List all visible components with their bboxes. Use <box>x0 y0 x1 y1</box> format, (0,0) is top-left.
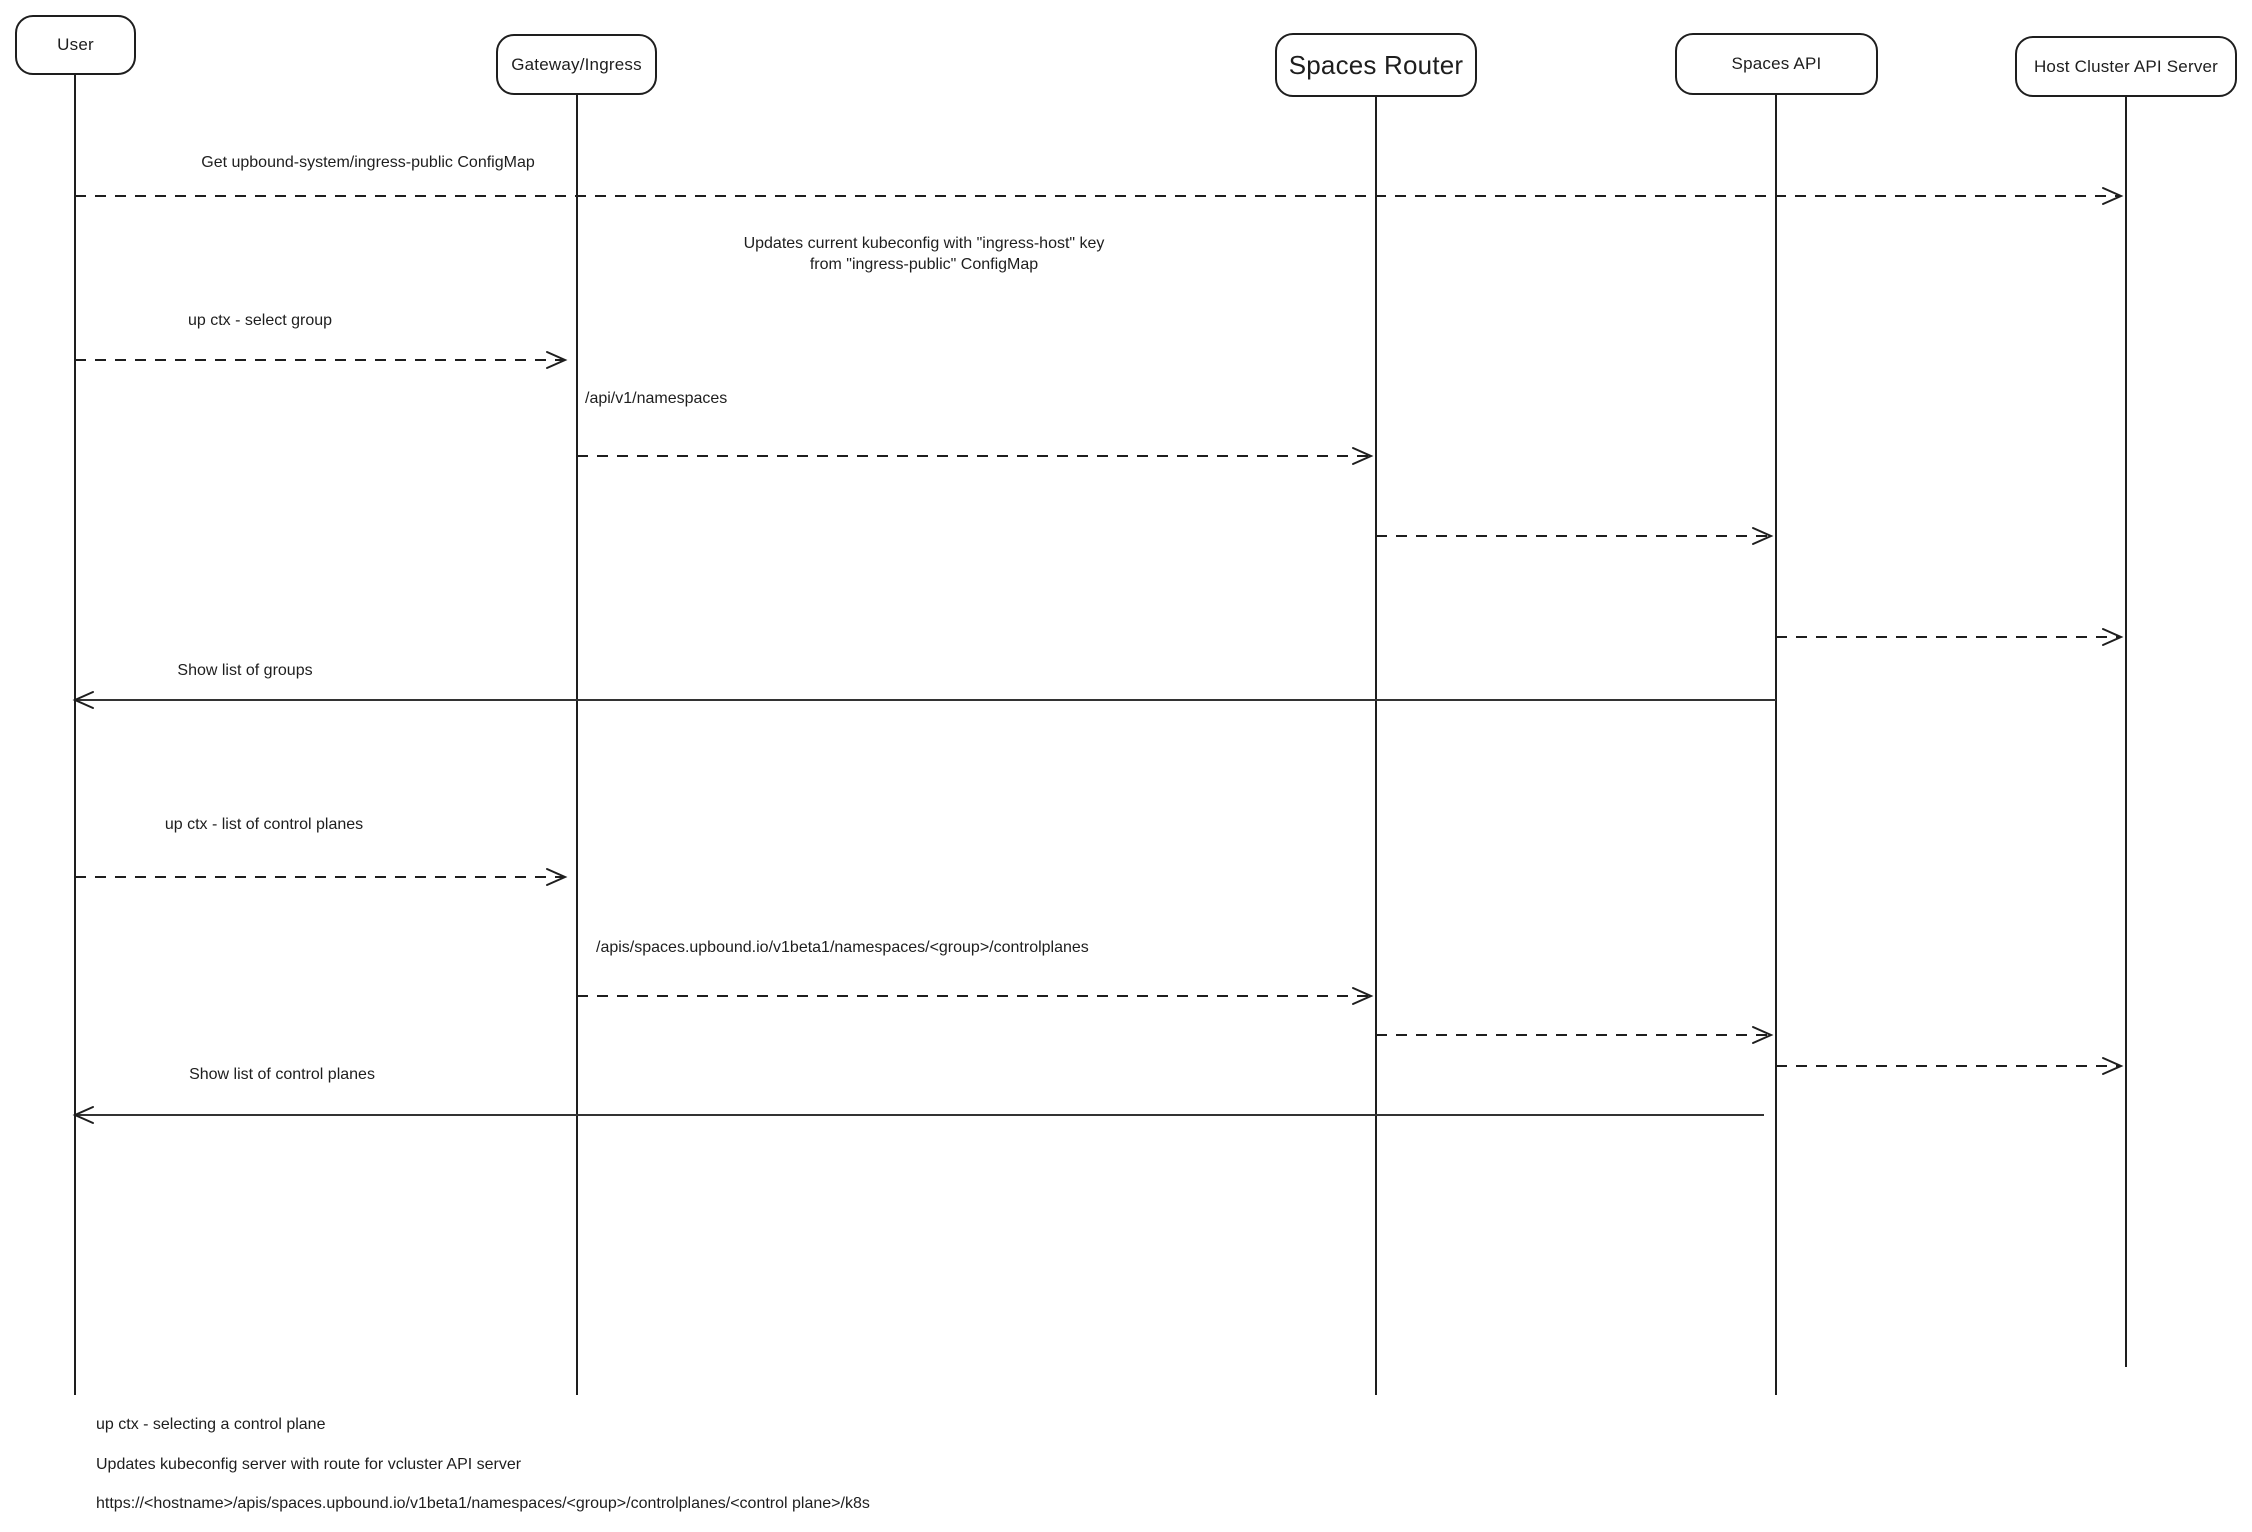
lifeline-spaces-router <box>1375 97 1377 1395</box>
actor-box-gateway-ingress: Gateway/Ingress <box>496 34 657 95</box>
message-label-api-v1-namespaces: /api/v1/namespaces <box>585 390 728 407</box>
message-arrow-api-to-host-2 <box>1776 1057 2124 1075</box>
arrowhead-right-icon <box>2102 1057 2124 1075</box>
lifeline-user <box>74 75 76 1395</box>
message-arrow-api-to-host-1 <box>1776 628 2124 646</box>
message-label-show-groups: Show list of groups <box>177 662 313 679</box>
arrowhead-right-icon <box>1752 1026 1774 1044</box>
note-line-1: Updates current kubeconfig with "ingress… <box>743 235 1105 252</box>
message-arrow-show-control-planes <box>72 1106 1764 1124</box>
message-label-select-group: up ctx - select group <box>187 312 333 329</box>
message-label-show-control-planes: Show list of control planes <box>189 1066 375 1083</box>
footnote-vcluster-url: https://<hostname>/apis/spaces.upbound.i… <box>96 1495 870 1512</box>
arrowhead-right-icon <box>2102 628 2124 646</box>
message-arrow-apis-controlplanes <box>577 987 1374 1005</box>
arrowhead-right-icon <box>546 351 568 369</box>
actor-label-gateway-ingress: Gateway/Ingress <box>511 54 642 74</box>
arrowhead-left-icon <box>72 1106 94 1124</box>
message-arrow-router-to-api-2 <box>1376 1026 1774 1044</box>
footnote-updates-kubeconfig: Updates kubeconfig server with route for… <box>96 1456 522 1473</box>
footnote-selecting-control-plane: up ctx - selecting a control plane <box>96 1416 326 1433</box>
actor-label-user: User <box>57 35 94 54</box>
message-arrow-api-v1-namespaces <box>577 447 1374 465</box>
arrowhead-right-icon <box>546 868 568 886</box>
message-arrow-router-to-api-1 <box>1376 527 1774 545</box>
arrowhead-right-icon <box>1352 447 1374 465</box>
actor-box-host-cluster-api-server: Host Cluster API Server <box>2015 36 2237 97</box>
lifeline-gateway-ingress <box>576 95 578 1395</box>
lifeline-spaces-api <box>1775 95 1777 1395</box>
note-kubeconfig-update: Updates current kubeconfig with "ingress… <box>744 233 1105 275</box>
arrowhead-left-icon <box>72 691 94 709</box>
arrowhead-right-icon <box>1752 527 1774 545</box>
arrowhead-right-icon <box>1352 987 1374 1005</box>
note-line-2: from "ingress-public" ConfigMap <box>809 256 1039 273</box>
message-label-get-configmap: Get upbound-system/ingress-public Config… <box>201 154 535 171</box>
message-arrow-get-configmap <box>75 187 2124 205</box>
actor-box-user: User <box>15 15 136 75</box>
actor-label-spaces-api: Spaces API <box>1731 54 1822 73</box>
message-arrow-show-groups <box>72 691 1776 709</box>
actor-label-host-cluster-api-server: Host Cluster API Server <box>2033 56 2219 76</box>
message-label-list-control-planes: up ctx - list of control planes <box>164 816 364 833</box>
arrowhead-right-icon <box>2102 187 2124 205</box>
lifeline-host-cluster-api-server <box>2125 97 2127 1367</box>
message-arrow-list-control-planes <box>75 868 568 886</box>
message-arrow-select-group <box>75 351 568 369</box>
actor-box-spaces-api: Spaces API <box>1675 33 1878 95</box>
actor-box-spaces-router: Spaces Router <box>1275 33 1477 97</box>
message-label-apis-controlplanes: /apis/spaces.upbound.io/v1beta1/namespac… <box>596 939 1089 956</box>
actor-label-spaces-router: Spaces Router <box>1288 49 1464 80</box>
